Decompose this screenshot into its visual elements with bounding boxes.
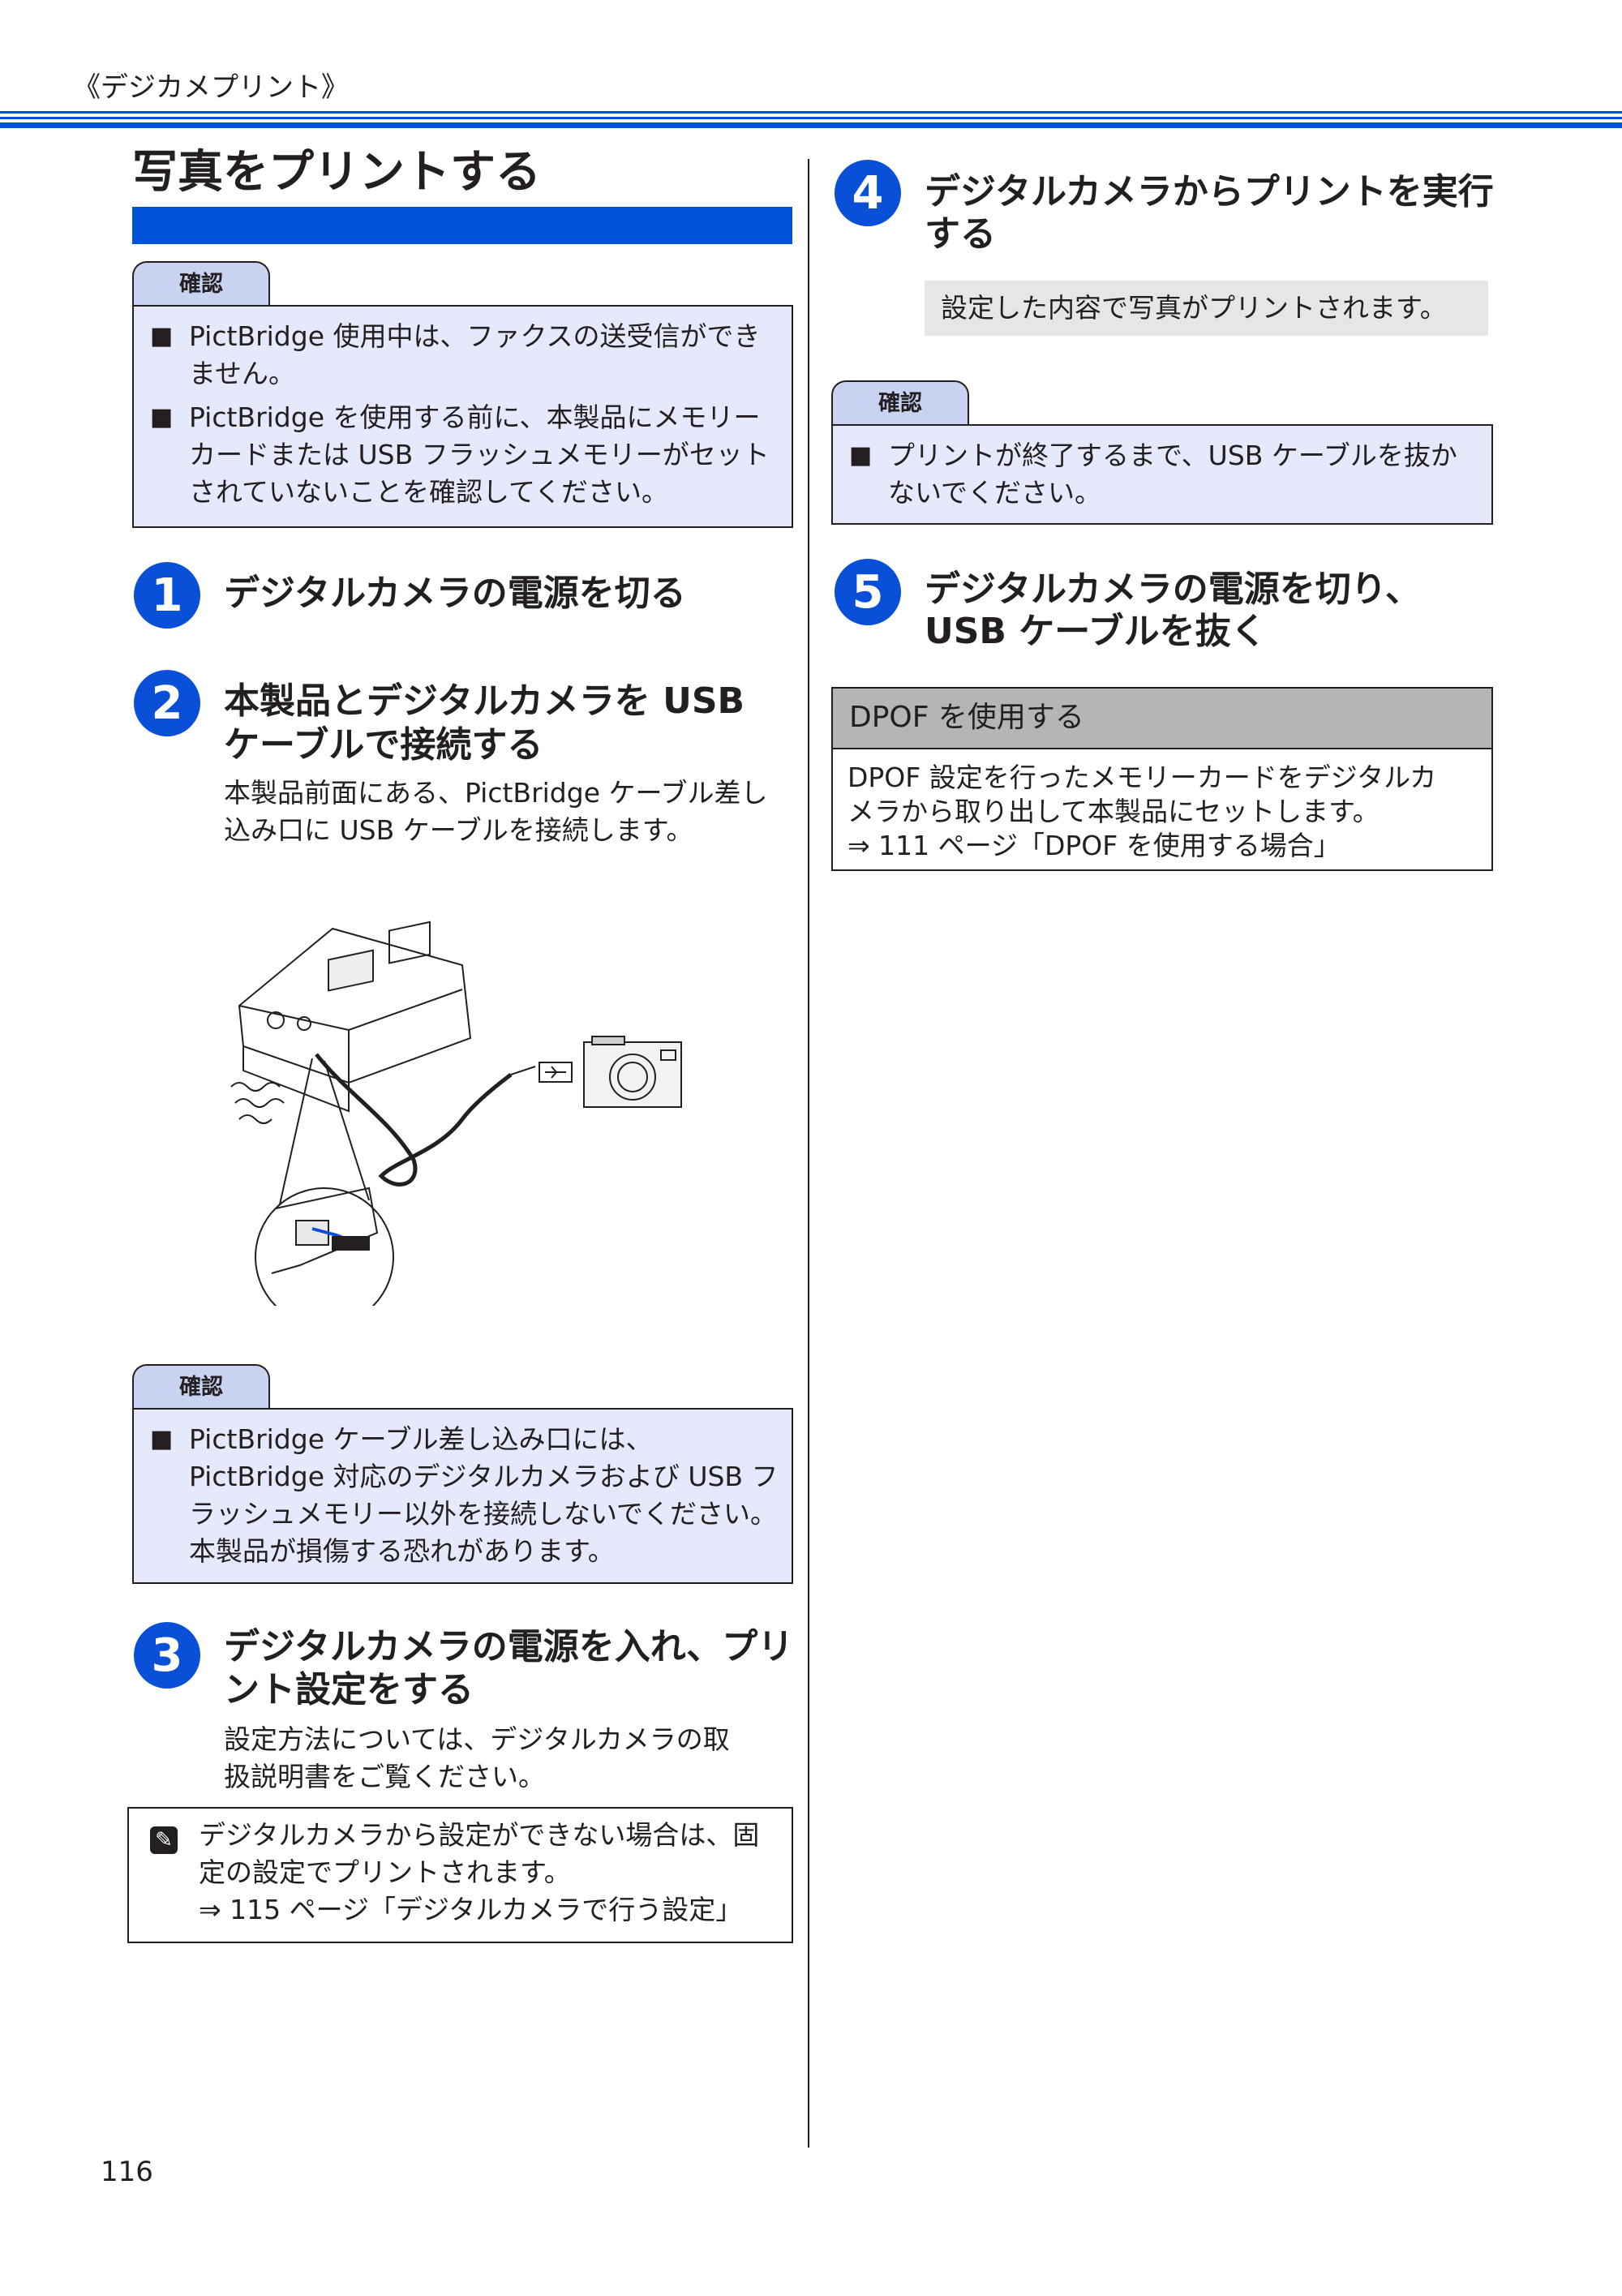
step-body: 本製品前面にある、PictBridge ケーブル差し [224, 777, 768, 809]
header-rule-middle [0, 117, 1622, 119]
kakunin-box: ■ PictBridge 使用中は、ファクスの送受信ができません。 ■ Pict… [132, 305, 793, 528]
kakunin-text: プリントが終了するまで、USB ケーブルを抜かないでください。 [888, 440, 1457, 509]
printer-camera-connection-illustration [230, 921, 682, 1306]
page-number: 116 [101, 2156, 153, 2188]
memo-reference-link[interactable]: ⇒ 115 ページ「デジタルカメラで行う設定」 [199, 1894, 743, 1925]
title-bar [132, 207, 792, 244]
step-title: デジタルカメラの電源を入れ、プリ [224, 1626, 794, 1667]
step-body: 設定方法については、デジタルカメラの取 [224, 1723, 730, 1755]
step-number-5: 5 [835, 559, 901, 625]
step-title: デジタルカメラの電源を切り、 [925, 569, 1422, 610]
kakunin-text: PictBridge ケーブル差し込み口には、PictBridge 対応のデジタ… [189, 1423, 779, 1567]
bullet-square-icon: ■ [150, 1425, 174, 1453]
memo-text: 定の設定でプリントされます。 [199, 1856, 571, 1888]
step-number-3: 3 [134, 1622, 200, 1689]
dpof-reference-link[interactable]: ⇒ 111 ページ「DPOF を使用する場合」 [847, 830, 1341, 861]
header-rule-bottom [0, 122, 1622, 128]
step-title: ケーブルで接続する [224, 724, 543, 766]
kakunin-tab: 確認 [831, 380, 969, 426]
step-number-1: 1 [134, 562, 200, 629]
dpof-text: DPOF 設定を行ったメモリーカードをデジタルカ [847, 762, 1437, 793]
list-item: ■ PictBridge ケーブル差し込み口には、PictBridge 対応のデ… [150, 1421, 779, 1570]
list-item: ■ プリントが終了するまで、USB ケーブルを抜かないでください。 [849, 437, 1478, 512]
step-body: 扱説明書をご覧ください。 [224, 1761, 545, 1792]
dpof-body: DPOF 設定を行ったメモリーカードをデジタルカ メラから取り出して本製品にセッ… [831, 749, 1493, 871]
kakunin-text: PictBridge 使用中は、ファクスの送受信ができません。 [189, 320, 761, 389]
step-title: デジタルカメラの電源を切る [224, 573, 686, 614]
kakunin-box: ■ プリントが終了するまで、USB ケーブルを抜かないでください。 [831, 424, 1493, 525]
list-item: ■ PictBridge 使用中は、ファクスの送受信ができません。 [150, 318, 779, 393]
step-title: 本製品とデジタルカメラを USB [224, 680, 745, 722]
kakunin-tab: 確認 [132, 1364, 270, 1410]
step-number-2: 2 [134, 670, 200, 736]
bullet-square-icon: ■ [150, 403, 174, 431]
header-rule-top [0, 111, 1622, 114]
kakunin-text: PictBridge を使用する前に、本製品にメモリーカードまたは USB フラ… [189, 401, 770, 508]
page-title: 写真をプリントする [132, 146, 541, 199]
bullet-square-icon: ■ [849, 441, 873, 470]
dpof-text: メラから取り出して本製品にセットします。 [847, 796, 1380, 827]
pencil-memo-icon: ✎ [150, 1826, 178, 1854]
column-divider [808, 159, 809, 2148]
step-title: デジタルカメラからプリントを実行 [925, 171, 1494, 212]
memo-text: デジタルカメラから設定ができない場合は、固 [199, 1819, 760, 1851]
kakunin-box: ■ PictBridge ケーブル差し込み口には、PictBridge 対応のデ… [132, 1408, 793, 1584]
step-title: ント設定をする [224, 1669, 474, 1710]
step-body: 込み口に USB ケーブルを接続します。 [224, 814, 693, 846]
list-item: ■ PictBridge を使用する前に、本製品にメモリーカードまたは USB … [150, 399, 779, 511]
breadcrumb: 《デジカメプリント》 [73, 71, 349, 104]
memo-box: ✎ デジタルカメラから設定ができない場合は、固 定の設定でプリントされます。 ⇒… [127, 1807, 793, 1943]
step-title: USB ケーブルを抜く [925, 611, 1267, 652]
bullet-square-icon: ■ [150, 322, 174, 350]
dpof-heading: DPOF を使用する [831, 687, 1493, 749]
step-title: する [925, 213, 996, 255]
step-number-4: 4 [835, 160, 901, 226]
result-text: 設定した内容で写真がプリントされます。 [925, 281, 1488, 336]
kakunin-tab: 確認 [132, 261, 270, 307]
